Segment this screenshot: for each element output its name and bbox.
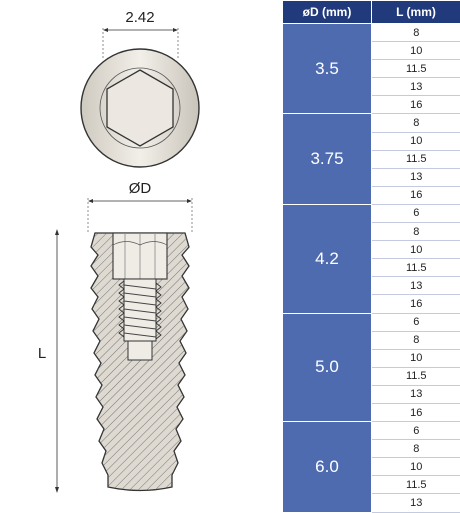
diameter-cell: 6.0 (283, 422, 372, 512)
top-view: 2.42 (81, 9, 199, 167)
length-cell: 8 (372, 24, 460, 42)
length-cell: 6 (372, 313, 460, 331)
length-cell: 10 (372, 42, 460, 60)
length-cell: 16 (372, 96, 460, 114)
length-dimension: L (38, 229, 59, 493)
length-cell: 11.5 (372, 367, 460, 385)
length-cell: 8 (372, 331, 460, 349)
length-cell: 10 (372, 349, 460, 367)
implant-drawing: 2.42 ØD L (0, 0, 282, 501)
length-cell: 6 (372, 204, 460, 222)
length-cell: 8 (372, 223, 460, 241)
diameter-dimension: ØD (88, 180, 192, 234)
diameter-cell: 3.5 (283, 24, 372, 114)
length-label: L (38, 345, 46, 362)
length-cell: 11.5 (372, 476, 460, 494)
length-cell: 11.5 (372, 60, 460, 78)
diameter-label: ØD (129, 180, 152, 197)
table-header-row: øD (mm) L (mm) (283, 1, 460, 24)
length-cell: 16 (372, 295, 460, 313)
length-cell: 13 (372, 277, 460, 295)
header-diameter: øD (mm) (283, 1, 372, 24)
bore-end (128, 341, 152, 360)
length-cell: 13 (372, 494, 460, 512)
hex-width-label: 2.42 (125, 9, 154, 26)
length-cell: 11.5 (372, 150, 460, 168)
length-cell: 13 (372, 385, 460, 403)
length-cell: 16 (372, 403, 460, 421)
length-cell: 8 (372, 440, 460, 458)
length-cell: 8 (372, 114, 460, 132)
implant-section-view (91, 233, 189, 491)
length-cell: 10 (372, 241, 460, 259)
header-length: L (mm) (372, 1, 460, 24)
length-cell: 13 (372, 168, 460, 186)
length-cell: 10 (372, 132, 460, 150)
length-cell: 10 (372, 458, 460, 476)
diameter-cell: 5.0 (283, 313, 372, 422)
length-cell: 11.5 (372, 259, 460, 277)
diameter-cell: 3.75 (283, 114, 372, 204)
length-cell: 16 (372, 186, 460, 204)
length-cell: 13 (372, 78, 460, 96)
diameter-cell: 4.2 (283, 204, 372, 313)
length-cell: 6 (372, 422, 460, 440)
